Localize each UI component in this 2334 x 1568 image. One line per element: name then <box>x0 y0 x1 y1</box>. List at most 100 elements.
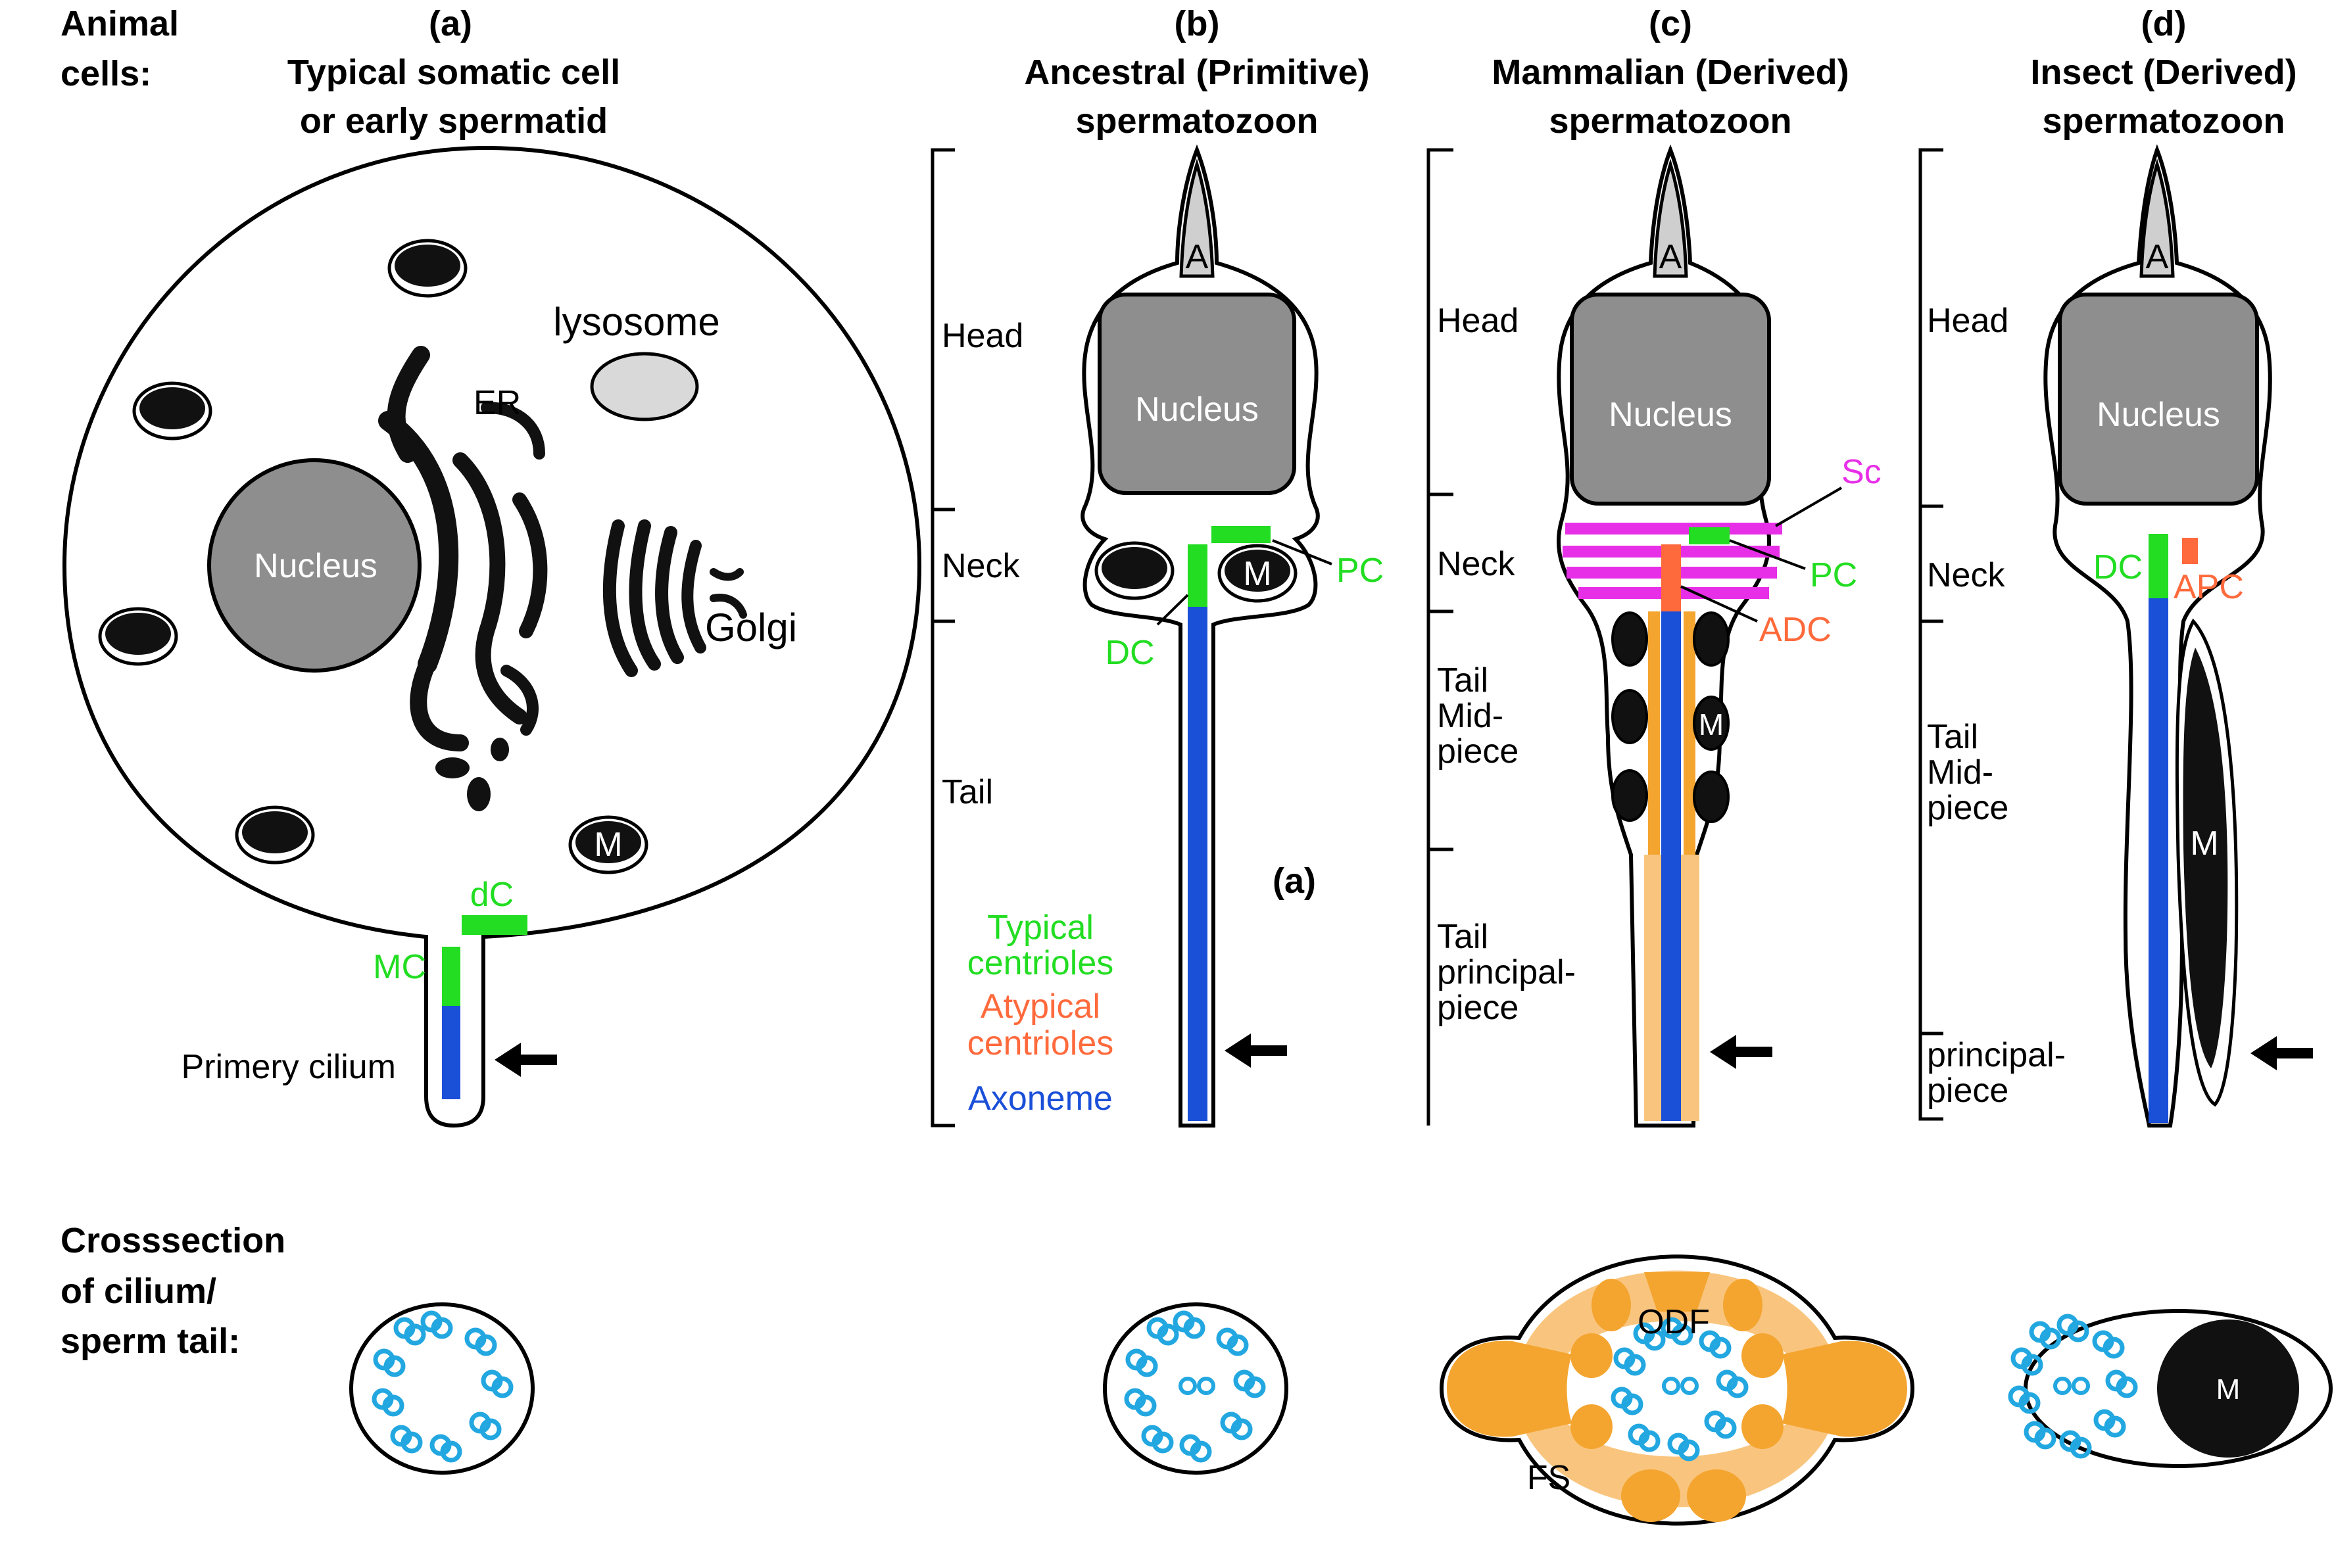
mitochondrion-label: M <box>594 826 622 864</box>
region-tail: Tail <box>942 773 993 811</box>
panel-d-insect-sperm: (d) Insect (Derived) spermatozoon Head N… <box>1918 4 2313 1128</box>
distal-centriole-label: DC <box>1105 634 1154 672</box>
row-label-line: Crosssection <box>61 1221 285 1260</box>
crosssection-primary-cilium <box>349 1302 535 1475</box>
legend-axoneme: Axoneme <box>968 1080 1113 1118</box>
atypical-distal-centriole-label: ADC <box>1759 611 1832 649</box>
region-head: Head <box>942 317 1023 355</box>
mitochondrial-derivative <box>2157 1319 2299 1458</box>
atypical-proximal-centriole <box>2182 538 2198 564</box>
distal-centriole-label: DC <box>2093 548 2143 586</box>
crosssection-arrow <box>1225 1033 1287 1068</box>
region-head: Head <box>1927 302 2008 340</box>
proximal-centriole-label: PC <box>1810 556 1857 594</box>
region-head: Head <box>1437 302 1519 340</box>
pc-leader <box>1272 539 1332 565</box>
cilium-label: Primery cilium <box>182 1048 396 1086</box>
distal-centriole <box>2149 534 2168 598</box>
atypical-distal-centriole <box>1661 544 1681 611</box>
row-label-animal-cells: Animal cells: <box>61 4 179 93</box>
atypical-proximal-centriole-label: APC <box>2174 568 2244 606</box>
proximal-centriole-label: PC <box>1336 552 1384 590</box>
region-principal: principal- <box>1927 1036 2066 1074</box>
panel-b-title: Ancestral (Primitive) <box>1024 53 1369 92</box>
arrow-reference-label: (a) <box>1273 861 1316 901</box>
cell-nucleus-label: Nucleus <box>254 547 377 585</box>
mitochondrion-label: M <box>1699 707 1724 742</box>
proximal-centriole <box>1689 527 1730 544</box>
fibrous-sheath <box>1526 1270 1828 1508</box>
region-midpiece: piece <box>1437 732 1519 771</box>
panel-d-title: Insect (Derived) <box>2030 53 2297 92</box>
endoplasmic-reticulum <box>378 346 548 751</box>
mitochondrion <box>100 609 176 664</box>
cell-nucleus <box>207 458 422 673</box>
panel-b-title: spermatozoon <box>1075 101 1318 141</box>
axoneme <box>1188 607 1207 1121</box>
mitochondrion <box>1096 543 1173 598</box>
crosssection-ancestral-tail <box>1103 1302 1288 1475</box>
outer-dense-fibers <box>1570 1272 1784 1522</box>
sperm-nucleus <box>1570 293 1771 506</box>
daughter-centriole <box>462 915 527 935</box>
mother-centriole-label: MC <box>373 948 426 986</box>
region-midpiece: Mid- <box>1437 697 1503 735</box>
axoneme <box>1661 611 1681 1121</box>
row-label-line: cells: <box>61 54 151 93</box>
legend-atypical: Atypical <box>981 987 1100 1026</box>
panel-a-title: Typical somatic cell <box>287 53 620 92</box>
region-principal: principal- <box>1437 953 1576 991</box>
sperm-nucleus-label: Nucleus <box>2097 396 2220 434</box>
crosssection-mito-label: M <box>2216 1373 2241 1406</box>
acrosome <box>1179 158 1215 278</box>
dc-leader <box>1156 594 1189 626</box>
sperm-nucleus <box>2058 293 2259 506</box>
midpiece-mitochondria <box>1611 611 1730 823</box>
er-vesicles <box>435 738 509 811</box>
cilium-axoneme <box>442 1006 460 1099</box>
sc-leader <box>1774 487 1843 527</box>
crosssection-mammalian-tail: ODF FS <box>1439 1254 1915 1526</box>
proximal-centriole <box>1211 526 1271 543</box>
region-midpiece: Mid- <box>1927 753 1993 792</box>
fs-label: FS <box>1527 1459 1570 1497</box>
panel-d-title: spermatozoon <box>2042 101 2285 141</box>
mitochondrial-derivative <box>2183 648 2228 1068</box>
er-label: ER <box>474 384 521 422</box>
legend-typical: centrioles <box>967 944 1114 982</box>
panel-d-letter: (d) <box>2141 4 2187 43</box>
mother-centriole <box>442 947 460 1006</box>
region-midpiece: Tail <box>1437 661 1488 700</box>
acrosome-label: A <box>1186 238 1209 276</box>
mitochondrion <box>134 383 210 439</box>
striated-columns-label: Sc <box>1841 453 1882 491</box>
region-principal: piece <box>1437 989 1519 1027</box>
lysosome-label: lysosome <box>553 300 719 344</box>
pc-leader <box>1729 539 1806 570</box>
crosssection-arrow <box>1710 1035 1772 1069</box>
panel-c-mammalian-sperm: (c) Mammalian (Derived) spermatozoon Hea… <box>1426 4 1882 1128</box>
mitochondrion <box>237 807 313 863</box>
region-neck: Neck <box>1927 556 2005 594</box>
region-principal: Tail <box>1437 918 1488 956</box>
legend-typical: Typical <box>987 909 1094 947</box>
panel-c-title: Mammalian (Derived) <box>1492 53 1849 92</box>
region-bracket <box>1426 148 1453 1126</box>
crosssection-arrow <box>2250 1036 2313 1070</box>
panel-b-letter: (b) <box>1175 4 1220 43</box>
row-label-crosssection: Crosssection of cilium/ sperm tail: <box>61 1221 285 1361</box>
legend-atypical: centrioles <box>967 1024 1114 1062</box>
row-label-line: of cilium/ <box>61 1271 216 1311</box>
sperm-nucleus-label: Nucleus <box>1135 391 1259 429</box>
panel-c-letter: (c) <box>1649 4 1692 43</box>
acrosome <box>2139 158 2175 278</box>
acrosome <box>1653 158 1688 278</box>
panel-b-ancestral-sperm: (b) Ancestral (Primitive) spermatozoon H… <box>931 4 1384 1128</box>
golgi-label: Golgi <box>705 606 797 650</box>
axoneme <box>2149 598 2168 1123</box>
region-principal: piece <box>1927 1072 2008 1110</box>
adc-leader <box>1680 585 1758 623</box>
distal-centriole <box>1188 544 1207 607</box>
acrosome-label: A <box>2146 238 2169 276</box>
